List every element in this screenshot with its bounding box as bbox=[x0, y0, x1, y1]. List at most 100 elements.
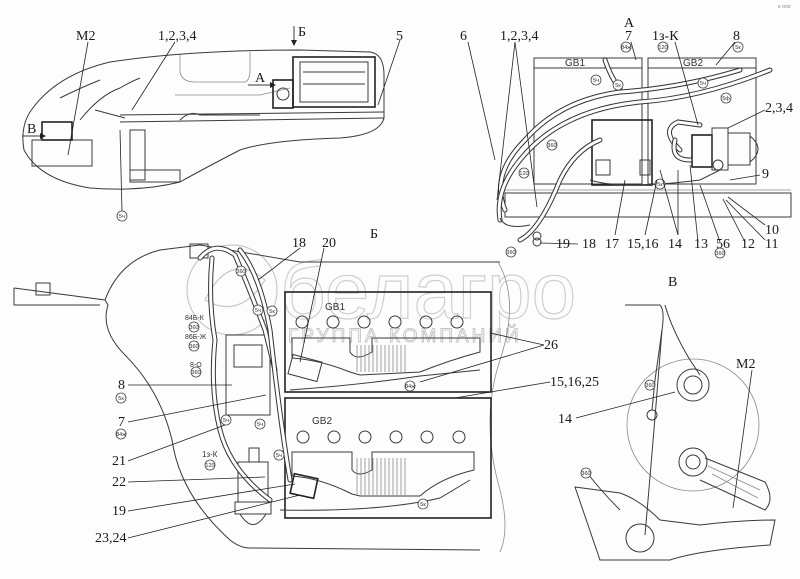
wire-tag-86b-zh: 86Б-Ж bbox=[185, 334, 207, 341]
view-v: В 360 360 M2 14 bbox=[558, 275, 776, 561]
relay-box bbox=[225, 334, 271, 416]
label-26: 26 bbox=[544, 338, 558, 353]
frame-rail-bottom bbox=[119, 117, 385, 123]
label-1z-k-b: 1з-К bbox=[202, 450, 218, 459]
label-view-a-marker: А bbox=[255, 71, 266, 86]
label-20: 20 bbox=[322, 236, 336, 251]
label-7-a: 7 bbox=[625, 29, 632, 44]
label-8-a: 8 bbox=[733, 29, 740, 44]
label-11: 11 bbox=[765, 237, 778, 252]
view-v-title: В bbox=[668, 275, 677, 290]
view-b: Б GB1 GB2 bbox=[13, 227, 599, 553]
label-56: 56 bbox=[716, 237, 730, 252]
svg-text:5ч: 5ч bbox=[593, 78, 599, 84]
svg-text:5ч: 5ч bbox=[700, 81, 706, 87]
gb2-vent-grille bbox=[356, 458, 406, 495]
label-17: 17 bbox=[605, 237, 619, 252]
motor-m2-housing bbox=[626, 358, 760, 492]
svg-text:84ж: 84ж bbox=[405, 384, 415, 390]
svg-text:84ж: 84ж bbox=[116, 432, 126, 438]
battery-gb1-a bbox=[533, 57, 643, 185]
overview-battery bbox=[299, 61, 369, 103]
motor-upper-terminal bbox=[676, 368, 710, 402]
svg-text:120: 120 bbox=[519, 171, 528, 177]
svg-text:5ч: 5ч bbox=[223, 418, 229, 424]
label-12: 12 bbox=[741, 237, 755, 252]
label-8-b: 8 bbox=[118, 378, 125, 393]
label-9: 9 bbox=[762, 167, 769, 182]
svg-text:84ж: 84ж bbox=[621, 45, 631, 51]
wire-bubble bbox=[116, 210, 128, 222]
svg-text:120: 120 bbox=[658, 45, 667, 51]
tractor-frame-outline bbox=[22, 49, 385, 190]
svg-text:360: 360 bbox=[189, 325, 198, 331]
label-1z-k-a: 1з-К bbox=[652, 29, 679, 44]
svg-text:5к: 5к bbox=[420, 502, 426, 508]
label-5: 5 bbox=[396, 29, 403, 44]
battery-gb1-b-label: GB1 bbox=[325, 302, 345, 313]
label-m2-v: M2 bbox=[736, 357, 755, 372]
svg-text:5к: 5к bbox=[269, 309, 275, 315]
wire-tag-8-o: 8-О bbox=[190, 362, 202, 369]
label-view-b-marker: Б bbox=[298, 25, 306, 40]
battery-gb1-label: GB1 bbox=[565, 58, 585, 69]
ground-strap bbox=[699, 457, 771, 511]
svg-text:5к: 5к bbox=[118, 396, 124, 402]
svg-text:360: 360 bbox=[715, 251, 724, 257]
svg-text:360: 360 bbox=[236, 269, 245, 275]
motor-mount-bracket bbox=[574, 486, 776, 561]
watermark-logo-leaf bbox=[204, 268, 266, 308]
frame-rail-top bbox=[119, 111, 385, 116]
svg-text:5ч: 5ч bbox=[276, 453, 282, 459]
svg-text:5к: 5к bbox=[615, 83, 621, 89]
label-10: 10 bbox=[765, 223, 779, 238]
label-22: 22 bbox=[112, 475, 126, 490]
svg-text:360: 360 bbox=[645, 383, 654, 389]
gb1-terminal-caps bbox=[295, 315, 464, 329]
svg-text:5к: 5к bbox=[735, 45, 741, 51]
label-1234-a: 1,2,3,4 bbox=[500, 29, 539, 44]
svg-text:360: 360 bbox=[506, 250, 515, 256]
watermark-subtitle: ГРУППА КОМПАНИЙ bbox=[288, 325, 522, 347]
label-234: 2,3,4 bbox=[765, 101, 793, 116]
view-a-title: А bbox=[624, 16, 635, 31]
svg-text:360: 360 bbox=[191, 370, 200, 376]
cab-window bbox=[179, 52, 251, 83]
label-6: 6 bbox=[460, 29, 467, 44]
battery-gb2-label: GB2 bbox=[683, 58, 703, 69]
overview-motor-m2 bbox=[31, 139, 93, 167]
svg-text:360: 360 bbox=[581, 471, 590, 477]
overview-view: M2 1,2,3,4 Б 5 А В 5ч bbox=[22, 25, 403, 222]
overview-battery-box bbox=[292, 56, 376, 108]
motor-lower-terminal bbox=[678, 447, 708, 477]
label-19-b: 19 bbox=[112, 504, 126, 519]
svg-text:5к: 5к bbox=[657, 182, 663, 188]
overview-pillar bbox=[129, 129, 146, 181]
label-2324: 23,24 bbox=[95, 531, 127, 546]
label-18-a: 18 bbox=[582, 237, 596, 252]
label-14-a: 14 bbox=[668, 237, 682, 252]
watermark: белагро ГРУППА КОМПАНИЙ bbox=[186, 244, 577, 347]
svg-text:360: 360 bbox=[189, 344, 198, 350]
fuse-holder bbox=[287, 353, 323, 383]
svg-text:120: 120 bbox=[205, 463, 214, 469]
cable-upper bbox=[625, 304, 664, 411]
label-18-b: 18 bbox=[292, 236, 306, 251]
wire-tag-84b-k: 84Б-К bbox=[185, 315, 205, 322]
label-13: 13 bbox=[694, 237, 708, 252]
svg-text:5ч: 5ч bbox=[257, 422, 263, 428]
view-b-title: Б bbox=[370, 227, 378, 242]
battery-gb2-b-label: GB2 bbox=[312, 416, 332, 427]
label-1234: 1,2,3,4 bbox=[158, 29, 197, 44]
overview-starter bbox=[272, 79, 294, 109]
frame-outline-b bbox=[13, 287, 481, 551]
leader-5 bbox=[377, 39, 401, 106]
label-7-b: 7 bbox=[118, 415, 125, 430]
svg-text:5ф: 5ф bbox=[722, 96, 730, 102]
starter-body bbox=[749, 135, 759, 163]
leader-m2 bbox=[67, 41, 89, 156]
leader-1234 bbox=[131, 41, 176, 111]
starter-relay bbox=[691, 134, 713, 168]
gb2-terminal-caps bbox=[296, 430, 466, 444]
